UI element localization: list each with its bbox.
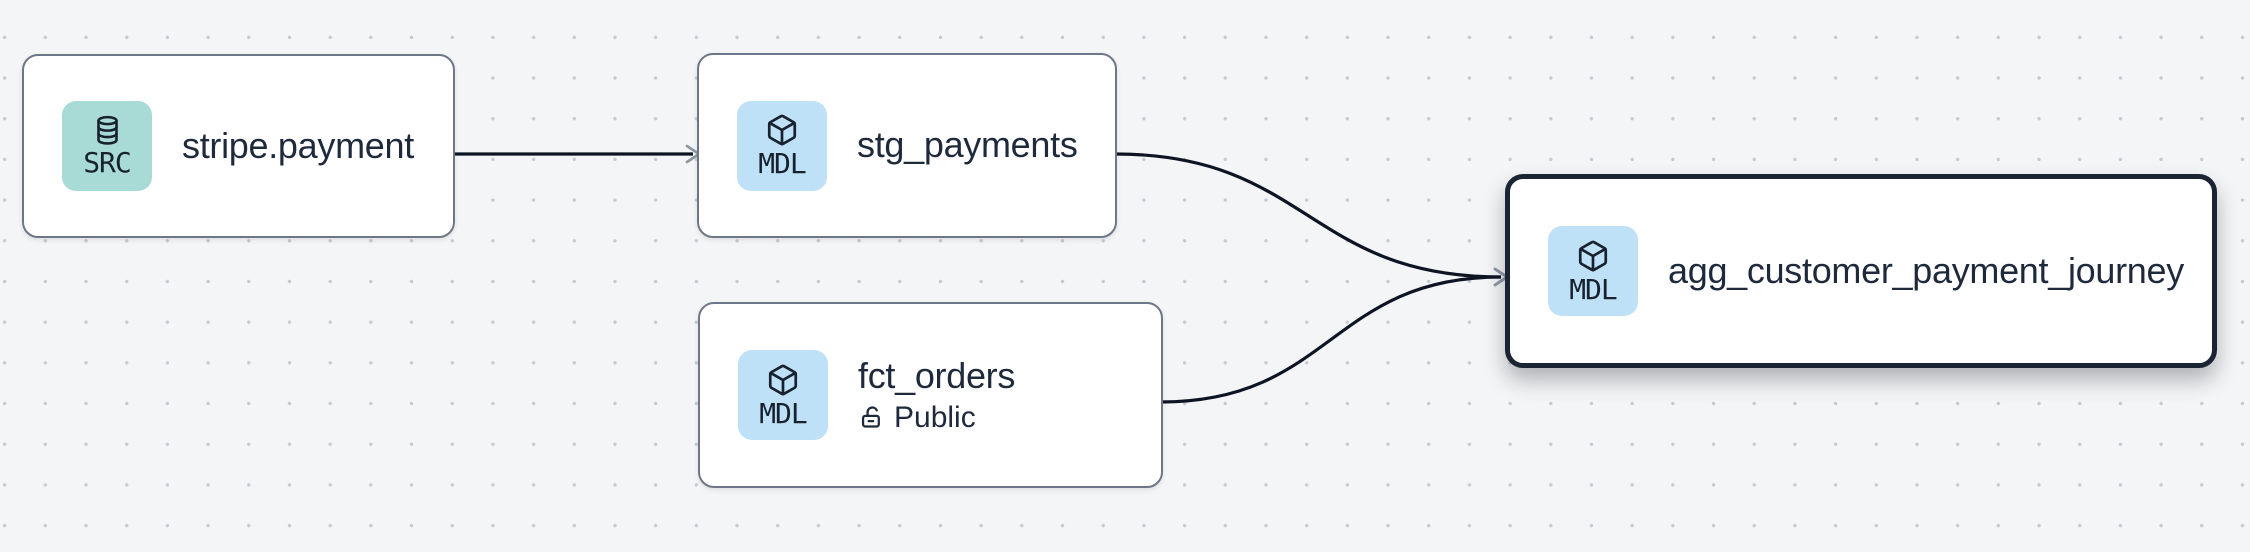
node-type-badge: MDL xyxy=(1548,226,1638,316)
cube-icon xyxy=(765,113,799,147)
node-agg_customer_payment_journey[interactable]: MDL agg_customer_payment_journey xyxy=(1505,174,2217,368)
node-type-label: MDL xyxy=(758,147,807,180)
node-fct_orders[interactable]: MDL fct_orders Public xyxy=(698,302,1163,488)
node-access-row: Public xyxy=(858,401,1015,434)
node-type-badge: SRC xyxy=(62,101,152,191)
node-text: stripe.payment xyxy=(182,124,414,166)
node-text: fct_orders Public xyxy=(858,354,1016,434)
cube-icon xyxy=(766,363,800,397)
node-access-label: Public xyxy=(894,401,976,435)
node-type-badge: MDL xyxy=(738,350,828,440)
node-type-label: SRC xyxy=(83,146,132,180)
node-text: stg_payments xyxy=(857,124,1078,166)
database-icon xyxy=(94,115,121,147)
node-title: agg_customer_payment_journey xyxy=(1668,249,2184,291)
node-type-label: MDL xyxy=(759,396,808,430)
node-title: stripe.payment xyxy=(182,124,414,166)
node-title: stg_payments xyxy=(857,124,1078,166)
node-text: agg_customer_payment_journey xyxy=(1668,249,2184,291)
edge-fct_orders-to-agg_customer_payment_journey xyxy=(1160,275,1502,404)
node-stg_payments[interactable]: MDL stg_payments xyxy=(697,53,1117,238)
node-type-badge: MDL xyxy=(737,100,827,191)
node-title: fct_orders xyxy=(858,354,1016,396)
node-stripe_payment[interactable]: SRC stripe.payment xyxy=(22,54,455,238)
lock-open-icon xyxy=(858,404,885,431)
edge-stg_payments-to-agg_customer_payment_journey xyxy=(1114,152,1502,279)
node-type-label: MDL xyxy=(1569,272,1618,306)
cube-icon xyxy=(1576,239,1610,273)
